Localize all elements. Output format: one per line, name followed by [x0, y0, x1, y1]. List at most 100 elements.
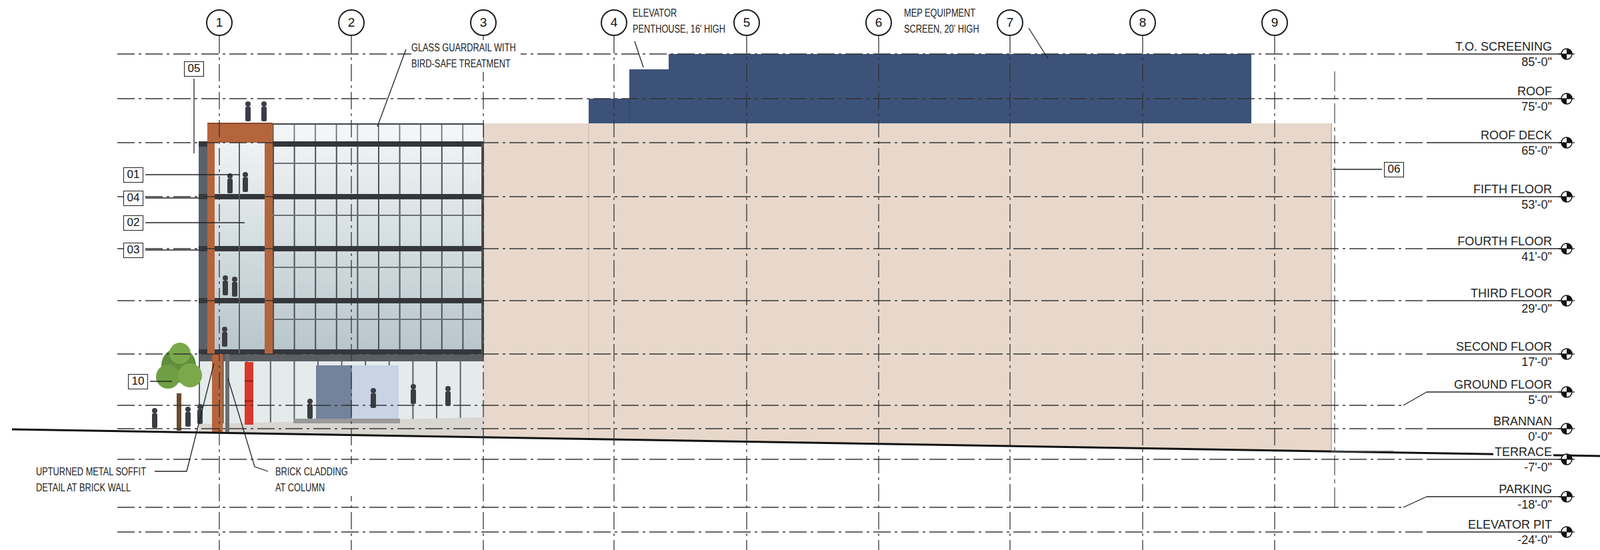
keynote-tag: 10	[128, 374, 148, 390]
level-line	[117, 142, 1427, 143]
street-tree	[169, 342, 191, 364]
leader-line	[154, 363, 214, 472]
brick-frame	[207, 123, 273, 355]
storefront	[152, 354, 484, 438]
property-line	[1334, 71, 1335, 508]
level-leader	[1426, 458, 1562, 460]
level-leader	[1426, 53, 1562, 54]
level-name: ELEVATOR PIT	[1466, 518, 1554, 532]
callout-number: 05	[188, 62, 201, 76]
level-elevation: 17'-0"	[1520, 355, 1554, 369]
keynote-tag: 01	[123, 167, 144, 183]
grid-number: 2	[348, 16, 356, 30]
grid-number: 1	[216, 16, 224, 30]
level-name: ROOF	[1516, 84, 1554, 98]
callout-number: 04	[127, 192, 140, 205]
grid-bubble: 6	[865, 9, 892, 36]
level-marker	[1558, 48, 1575, 538]
level-elevation: 75'-0"	[1520, 100, 1554, 114]
keynote-tag: 04	[123, 190, 144, 206]
grid-line	[1009, 36, 1010, 550]
grid-line	[746, 36, 747, 550]
level-elevation: -7'-0"	[1522, 460, 1554, 474]
level-elevation: 85'-0"	[1520, 55, 1554, 69]
leader-line	[145, 28, 1382, 472]
curtain-wall	[198, 123, 484, 357]
building-mass	[483, 123, 1332, 452]
level-line	[117, 53, 1427, 54]
grid-bubble: 5	[733, 9, 760, 36]
interior-people	[227, 173, 233, 194]
leader-line	[145, 174, 240, 175]
building-mass	[588, 123, 590, 440]
grid-line	[878, 36, 879, 550]
interior-people	[222, 275, 228, 296]
level-leader	[1403, 496, 1427, 508]
curtain-wall	[272, 214, 484, 216]
storefront	[410, 384, 416, 404]
grid-number: 8	[1139, 16, 1147, 30]
leader-line	[377, 49, 406, 127]
callout-note: MEP EQUIPMENT SCREEN, 20' HIGH	[904, 5, 990, 38]
callout-number: 03	[127, 244, 140, 257]
storefront	[185, 406, 191, 427]
grid-number: 9	[1271, 16, 1279, 30]
brick-frame	[207, 122, 273, 124]
street-tree	[156, 342, 202, 431]
storefront	[198, 354, 484, 362]
level-elevation: 53'-0"	[1520, 198, 1554, 212]
street-tree	[156, 364, 180, 389]
level-elevation: 65'-0"	[1520, 144, 1554, 158]
level-marker	[1558, 423, 1575, 434]
grid-number: 3	[480, 16, 488, 30]
level-leader	[1426, 196, 1562, 197]
storefront	[293, 418, 400, 424]
storefront	[445, 386, 451, 406]
interior-people	[261, 101, 267, 122]
leader-line	[1028, 28, 1048, 59]
level-name: T.O. SCREENING	[1454, 40, 1554, 54]
curtain-wall	[272, 318, 484, 320]
curtain-wall	[272, 162, 484, 164]
level-leader	[1426, 428, 1562, 429]
level-marker	[1558, 137, 1575, 148]
grid-number: 5	[743, 16, 751, 30]
grid-number: 7	[1006, 16, 1014, 30]
keynote-tag: 03	[123, 242, 144, 258]
leader-line	[228, 378, 268, 472]
interior-people	[242, 172, 248, 192]
storefront	[244, 400, 254, 402]
level-leader	[1403, 392, 1427, 406]
grid-number: 6	[875, 16, 883, 30]
grid-bubble: 1	[206, 9, 233, 36]
grid-number: 4	[610, 16, 618, 30]
callout-note: GLASS GUARDRAIL WITH BIRD-SAFE TREATMENT	[411, 40, 521, 72]
storefront	[307, 398, 313, 419]
level-name: BRANNAN	[1492, 414, 1554, 428]
level-leader	[1426, 496, 1562, 497]
mep-screen	[588, 54, 1252, 124]
mep-screen	[628, 98, 630, 124]
level-line	[117, 300, 1427, 301]
level-leader	[1426, 300, 1562, 301]
leader-line	[145, 249, 199, 250]
mep-screen	[588, 54, 1252, 124]
grid-line	[1142, 36, 1143, 550]
building-mass	[483, 123, 1332, 452]
level-elevation: 29'-0"	[1520, 302, 1554, 316]
level-marker	[1558, 191, 1575, 202]
interior-people	[222, 326, 228, 347]
level-line	[117, 54, 1427, 532]
level-line	[117, 531, 1427, 532]
callout-number: 06	[1388, 163, 1401, 176]
level-leader	[1403, 54, 1562, 532]
level-line	[117, 506, 1404, 508]
storefront	[244, 362, 254, 425]
level-elevation: 0'-0"	[1526, 430, 1554, 444]
grid-line	[218, 36, 220, 550]
callout-number: 02	[127, 216, 140, 230]
level-name: SECOND FLOOR	[1454, 340, 1554, 354]
level-name: GROUND FLOOR	[1452, 378, 1554, 392]
level-name: TERRACE	[1493, 445, 1554, 459]
